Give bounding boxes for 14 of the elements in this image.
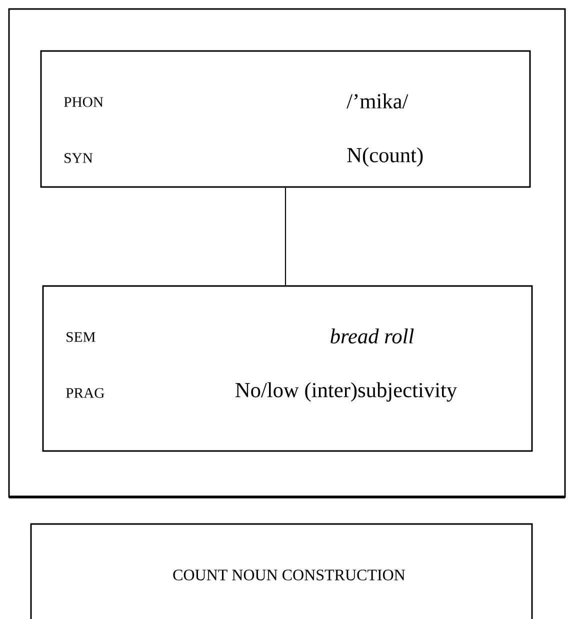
- field-label: SEM: [66, 332, 96, 342]
- connector-line: [284, 188, 286, 286]
- construction-box: [30, 523, 533, 619]
- field-value: N(count): [347, 147, 423, 167]
- construction-label: COUNT NOUN CONSTRUCTION: [173, 570, 406, 580]
- field-label: SYN: [64, 153, 93, 163]
- field-value: bread roll: [330, 328, 414, 344]
- field-label: PHON: [64, 97, 104, 107]
- field-value: No/low (inter)subjectivity: [236, 382, 458, 402]
- field-label: PRAG: [66, 388, 104, 398]
- construction-box: [40, 50, 531, 188]
- construction-box: [42, 285, 533, 452]
- frame-box: [8, 8, 566, 498]
- field-value: /’mika/: [346, 94, 408, 108]
